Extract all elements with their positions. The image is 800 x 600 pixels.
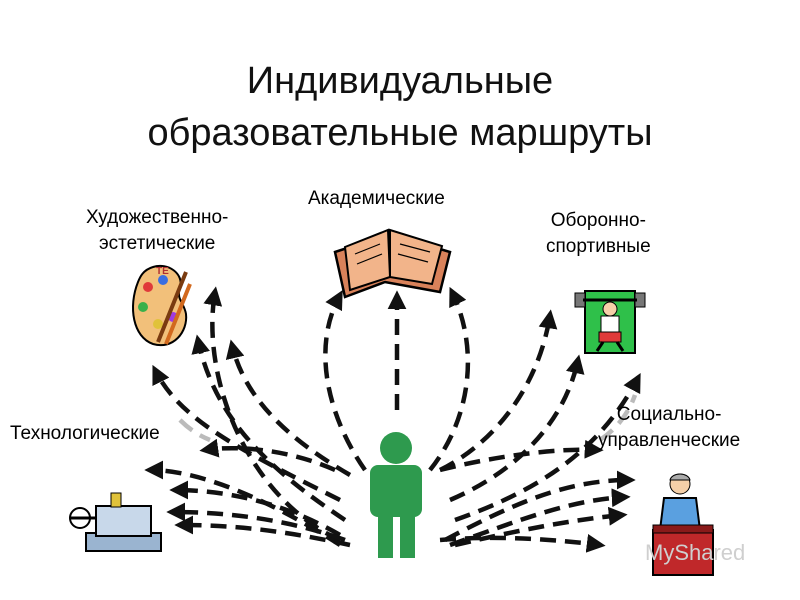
arrow-social-1 [443,470,636,542]
weightlifter-icon [574,290,646,354]
label-artistic-line-2: эстетические [98,233,216,254]
book-icon [333,228,452,299]
arrow-defense-3 [454,372,641,523]
arrow-tech-1 [144,460,342,547]
arrow-social-5 [439,533,606,553]
arrows-faded [178,394,638,443]
label-defense: Оборонно- спортивные [546,208,651,260]
arrow-artistic-3 [152,364,342,503]
label-academic: Академические [308,186,445,212]
title-line-2: образовательные маршруты [147,112,653,154]
label-social-line-1: Социально- [616,404,722,425]
arrows-group [144,286,641,553]
arrow-academic-3 [428,286,471,472]
svg-text:TE: TE [156,266,169,277]
speaker-podium-icon [652,473,714,576]
label-defense-line-1: Оборонно- [550,210,646,231]
label-technological-line-1: Технологические [10,423,160,444]
palette-icon: TE [132,264,192,347]
label-artistic-line-1: Художественно- [86,207,229,228]
arrow-social-4 [439,439,604,473]
label-social-line-2: управленческие [598,430,741,451]
label-academic-line-1: Академические [308,188,445,209]
arrow-artistic-4 [225,339,352,477]
watermark: MyShared [645,540,746,565]
arrow-defense-2 [449,354,585,503]
label-social: Социально- управленческие [598,402,740,454]
label-technological: Технологические [10,421,160,447]
arrow-social-3 [454,506,628,548]
person-icon [370,432,422,558]
arrow-academic-1 [323,290,367,472]
label-artistic: Художественно- эстетические [86,205,228,257]
title-line-1: Индивидуальные [246,60,554,102]
arrow-defense-1 [438,309,558,473]
arrow-artistic-2 [191,334,347,522]
arrow-tech-3 [166,502,346,543]
arrow-tech-4 [174,515,351,548]
vise-icon [69,492,162,552]
arrow-tech-2 [169,480,342,537]
label-defense-line-2: спортивные [546,236,651,257]
